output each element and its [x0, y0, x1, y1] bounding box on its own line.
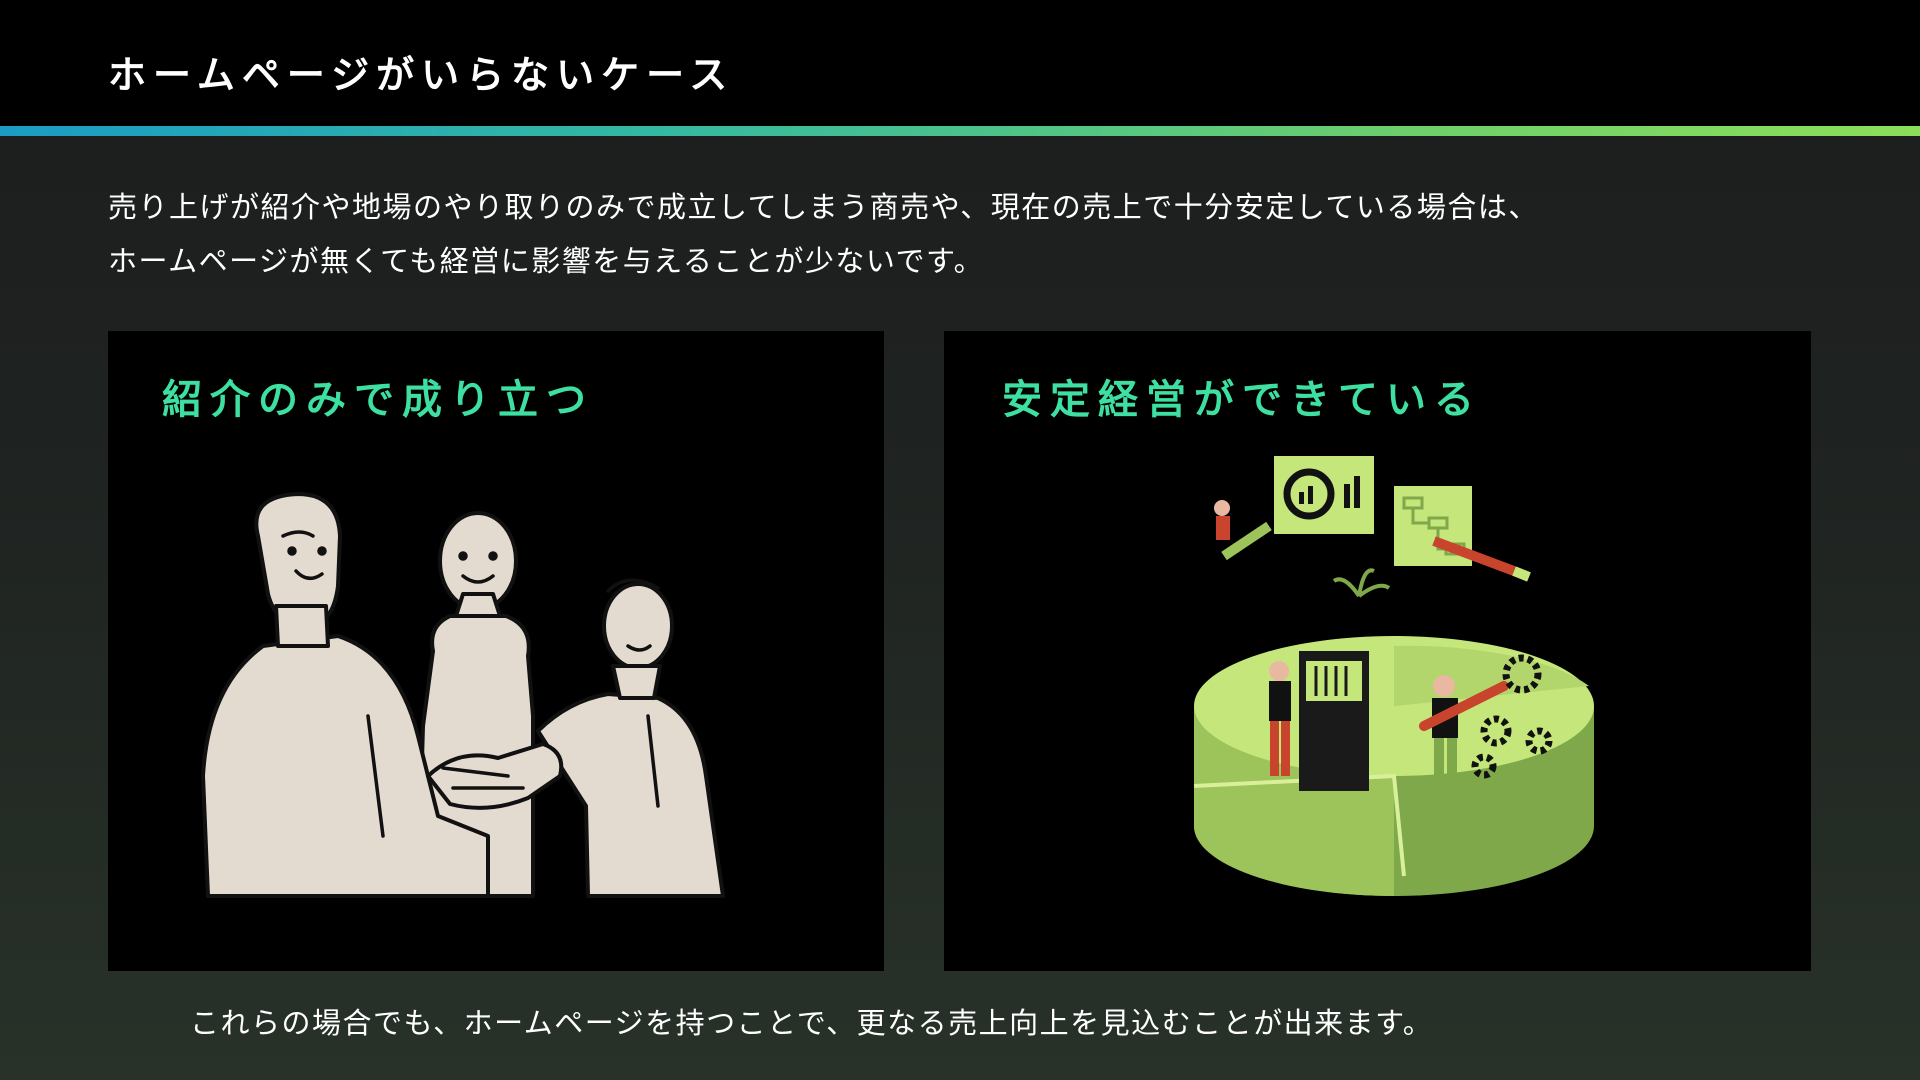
footer-note: これらの場合でも、ホームページを持つことで、更なる売上向上を見込むことが出来ます…: [190, 1006, 1434, 1040]
business-pie-chart-illustration: [1193, 456, 1594, 896]
intro-line-2: ホームページが無くても経営に影響を与えることが少ないです。: [108, 244, 985, 278]
intro-line-1: 売り上げが紹介や地場のやり取りのみで成立してしまう商売や、現在の売上で十分安定し…: [108, 190, 1539, 224]
intro-text: 売り上げが紹介や地場のやり取りのみで成立してしまう商売や、現在の売上で十分安定し…: [108, 180, 1808, 288]
card-referral: 紹介のみで成り立つ: [108, 331, 884, 971]
header-accent-line: [0, 126, 1920, 136]
page-title: ホームページがいらないケース: [108, 53, 735, 97]
header-bar: ホームページがいらないケース: [0, 0, 1920, 126]
handshake-people-illustration: [201, 492, 725, 898]
card-heading-referral: 紹介のみで成り立つ: [162, 377, 594, 423]
card-stable-business: 安定経営ができている: [944, 331, 1811, 971]
card-heading-stable: 安定経営ができている: [1002, 377, 1482, 423]
